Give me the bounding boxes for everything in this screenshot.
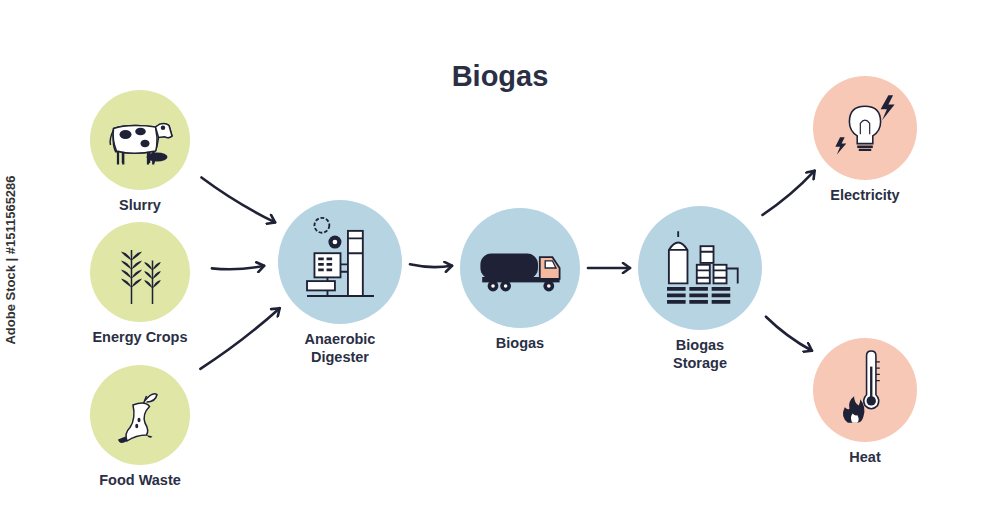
source-circle: Biogas Storage xyxy=(638,206,762,330)
node-icon xyxy=(294,216,387,309)
node-icon xyxy=(475,223,565,313)
watermark-text: Adobe Stock | #1511565286 xyxy=(3,175,18,344)
flow-arrow xyxy=(212,266,264,270)
node-label: Food Waste xyxy=(70,471,210,489)
node-icon xyxy=(103,378,178,453)
node-label: Heat xyxy=(795,448,935,466)
source-circle: Heat xyxy=(813,338,917,442)
node-label: Biogas xyxy=(460,334,580,352)
source-circle: Electricity xyxy=(813,76,917,180)
node-label: Slurry xyxy=(70,196,210,214)
node-icon xyxy=(103,103,178,178)
source-circle: Biogas xyxy=(460,208,580,328)
node-icon xyxy=(654,222,747,315)
flow-arrow xyxy=(766,317,812,351)
circle-shape xyxy=(90,222,190,322)
flow-arrow xyxy=(410,264,452,267)
source-circle: Slurry xyxy=(90,90,190,190)
node-icon xyxy=(103,235,178,310)
source-circle: Energy Crops xyxy=(90,222,190,322)
node-label: Electricity xyxy=(795,186,935,204)
node-icon xyxy=(826,351,904,429)
source-circle: Food Waste xyxy=(90,365,190,465)
node-label: Anaerobic Digester xyxy=(292,330,388,366)
flow-arrow xyxy=(201,177,275,222)
flow-arrow xyxy=(763,171,815,215)
node-label: Energy Crops xyxy=(70,328,210,346)
flow-arrow xyxy=(200,308,279,369)
node-label: Biogas Storage xyxy=(652,336,748,372)
node-icon xyxy=(826,89,904,167)
flow-arrow xyxy=(588,267,630,270)
circle-shape xyxy=(813,338,917,442)
source-circle: Anaerobic Digester xyxy=(278,200,402,324)
